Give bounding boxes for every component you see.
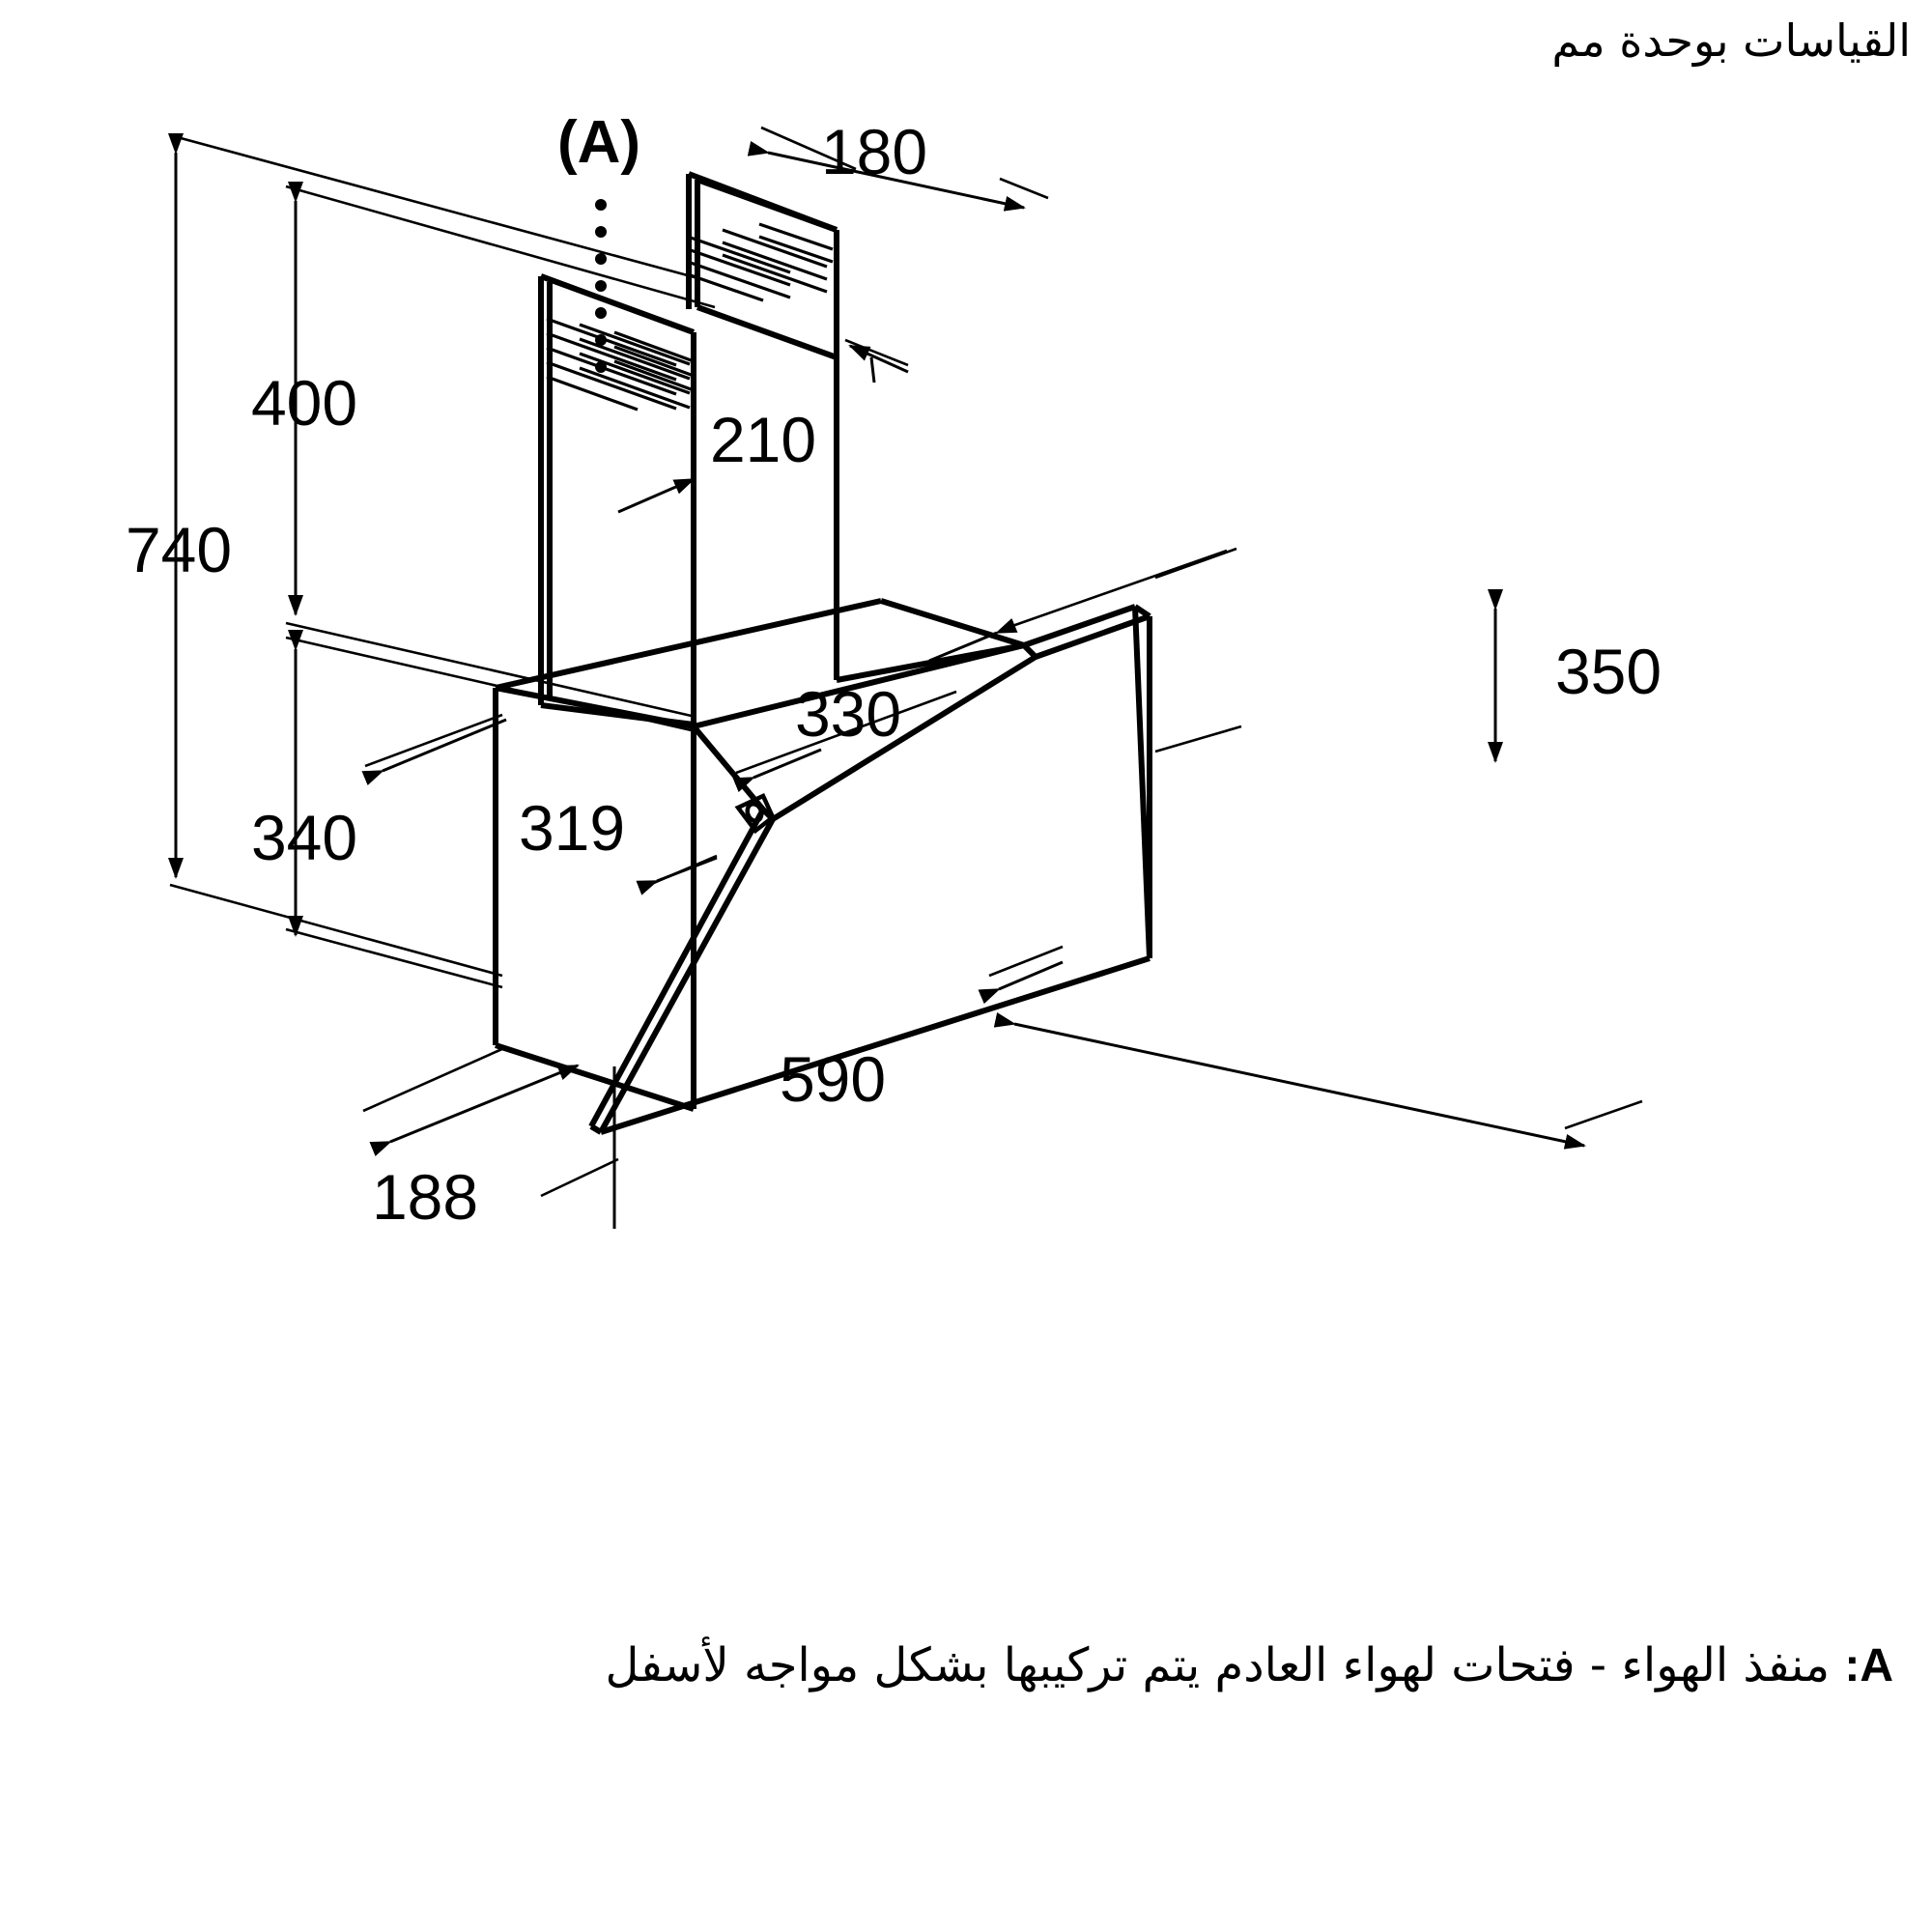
- dimension-labels: 740 400 340 180 210 350 330 319 590 188: [126, 116, 1662, 1233]
- legend-text: منفذ الهواء - فتحات لهواء العادم يتم ترك…: [605, 1638, 1831, 1692]
- dim-label-340: 340: [251, 802, 357, 873]
- chimney-lower: [538, 273, 696, 727]
- legend-key: A:: [1844, 1640, 1893, 1691]
- legend-caption: A: منفذ الهواء - فتحات لهواء العادم يتم …: [116, 1633, 1893, 1700]
- dim-label-210: 210: [710, 404, 816, 475]
- chimney-upper: [686, 171, 839, 680]
- panel-hinge-bracket: [734, 793, 776, 835]
- hood-canopy: [493, 598, 1025, 1112]
- hood-outline: [493, 171, 1152, 1135]
- dim-label-350: 350: [1555, 636, 1662, 707]
- chimney-vent-lower: [546, 317, 695, 412]
- dim-label-319: 319: [519, 792, 625, 864]
- dim-label-590: 590: [780, 1043, 886, 1115]
- callout-a-label: (A): [557, 109, 640, 176]
- dim-label-188: 188: [372, 1161, 478, 1233]
- units-note: القياسات بوحدة مم: [1551, 14, 1911, 67]
- dim-label-330: 330: [795, 678, 901, 750]
- dim-label-740: 740: [126, 514, 232, 585]
- dimension-lines: [168, 133, 1586, 1229]
- glass-panel: [588, 604, 1152, 1135]
- callout-a-leader-dots: [595, 199, 607, 373]
- dim-label-400: 400: [251, 367, 357, 439]
- chimney-vent-upper: [687, 222, 834, 302]
- dim-label-180: 180: [821, 116, 927, 187]
- callout-a-group: (A): [557, 109, 640, 373]
